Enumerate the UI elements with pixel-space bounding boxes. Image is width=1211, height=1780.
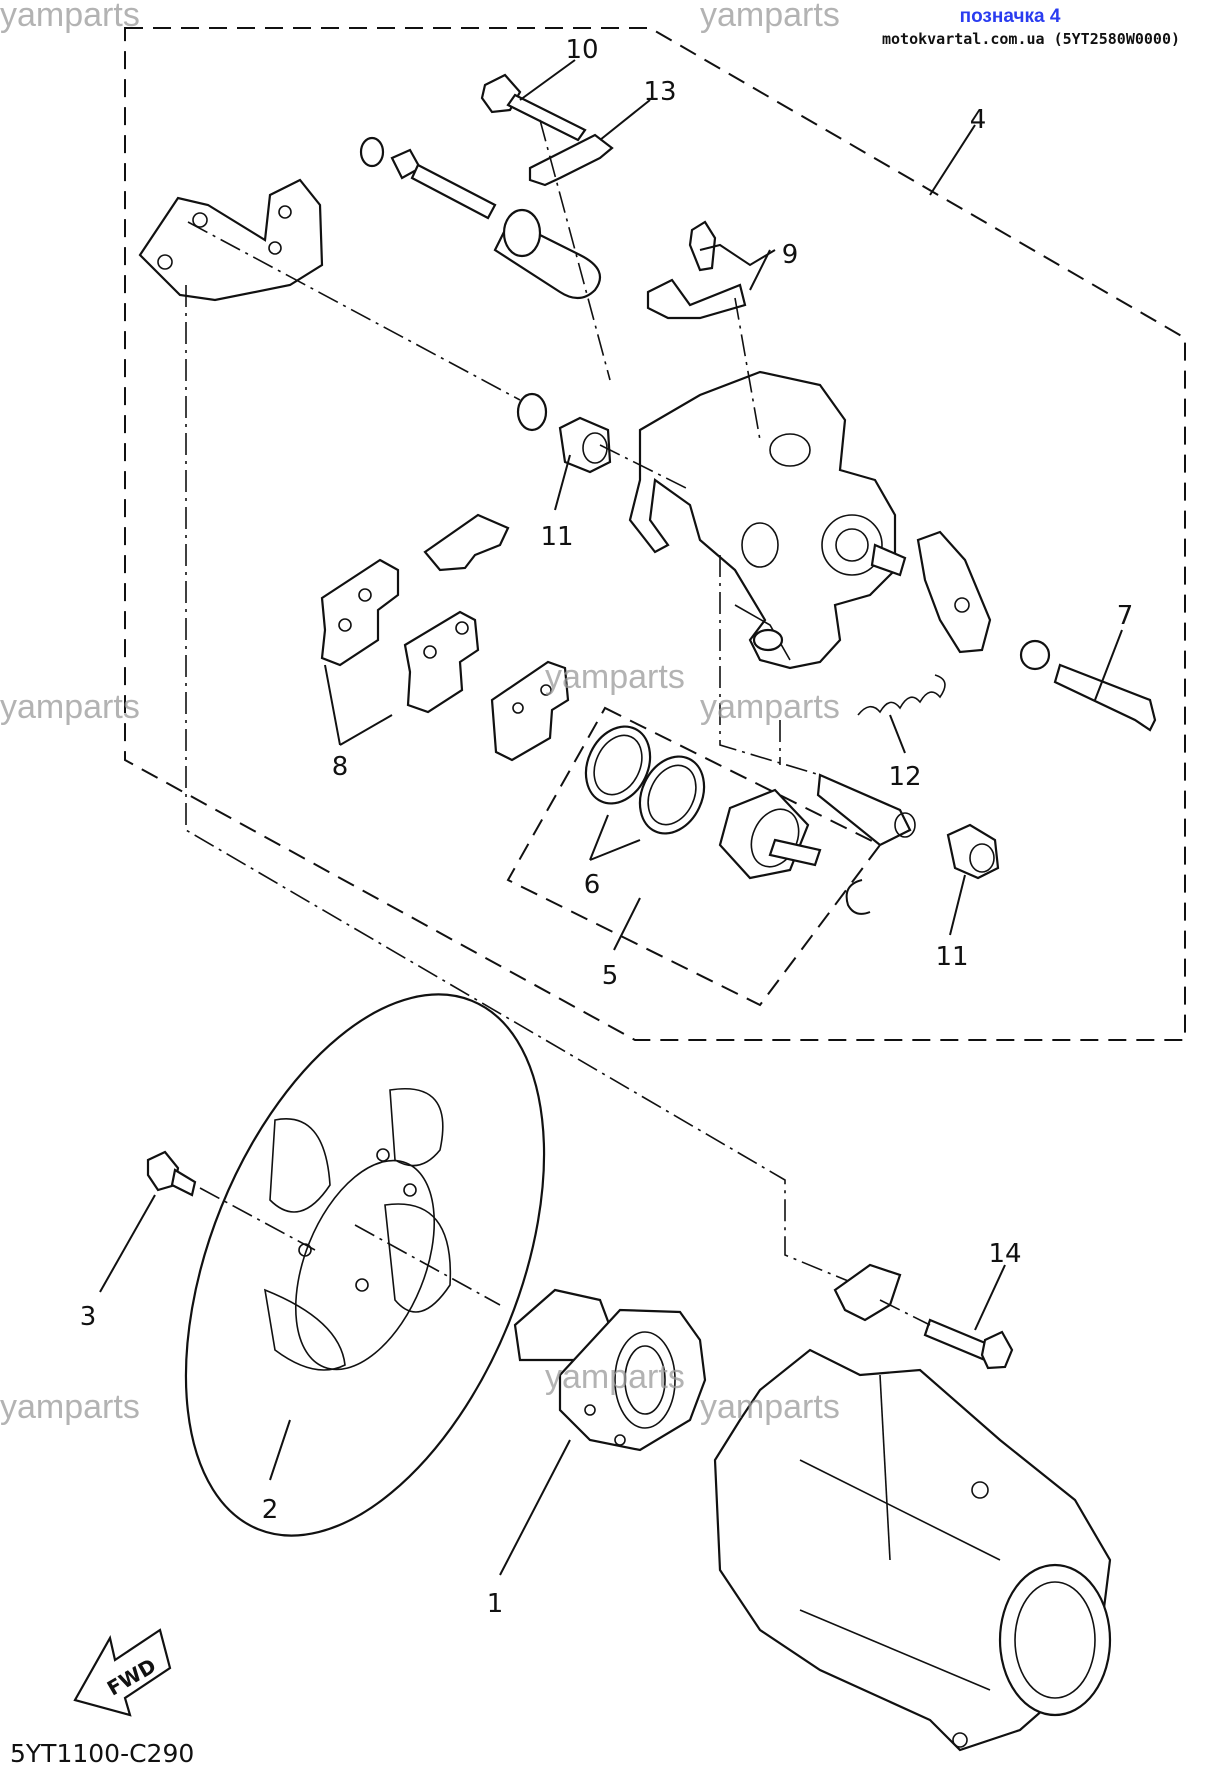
washer-upper bbox=[516, 392, 548, 432]
piston-kit-outline bbox=[506, 706, 882, 1007]
piston-seal-1 bbox=[584, 725, 652, 805]
axle-housing bbox=[713, 1263, 1112, 1752]
disc-axis-line bbox=[354, 1224, 501, 1306]
callout-14: 14 bbox=[988, 1239, 1021, 1269]
header-site: motokvartal.com.ua (5YT2580W0000) bbox=[882, 30, 1180, 48]
pad-shim bbox=[423, 513, 510, 572]
watermark: yamparts bbox=[0, 0, 140, 34]
callout-3: 3 bbox=[80, 1302, 97, 1332]
assembly-line-7 bbox=[539, 119, 611, 381]
watermark: yamparts bbox=[545, 658, 685, 696]
bolt-10 bbox=[480, 73, 587, 142]
brake-pad-left bbox=[320, 558, 400, 667]
housing-bolt-line bbox=[879, 1299, 931, 1326]
watermark: yamparts bbox=[700, 0, 840, 34]
assembly-line-1 bbox=[187, 221, 521, 401]
callout-13: 13 bbox=[643, 77, 676, 107]
assembly-line-2 bbox=[599, 444, 691, 491]
callout-2: 2 bbox=[262, 1495, 279, 1525]
brake-pad-right bbox=[403, 610, 480, 714]
guide-pin bbox=[390, 148, 497, 220]
callout-1: 1 bbox=[487, 1589, 504, 1619]
disc-bolt-line bbox=[199, 1187, 316, 1251]
housing-bolt-14 bbox=[923, 1318, 1014, 1370]
watermark: yamparts bbox=[0, 688, 140, 726]
assembly-line-3 bbox=[734, 297, 761, 441]
leader-lines bbox=[99, 59, 1123, 1576]
callout-9: 9 bbox=[782, 240, 799, 270]
parking-lever bbox=[916, 530, 1157, 732]
callout-10: 10 bbox=[565, 35, 598, 65]
callout-5: 5 bbox=[602, 961, 619, 991]
lock-plate-13 bbox=[528, 133, 614, 187]
callout-8: 8 bbox=[332, 752, 349, 782]
bleed-screw-9 bbox=[646, 220, 747, 320]
watermark: yamparts bbox=[0, 1388, 140, 1426]
callout-7: 7 bbox=[1117, 601, 1134, 631]
hub bbox=[513, 1288, 707, 1452]
sleeve-11-lower bbox=[946, 823, 1000, 880]
sleeve-11-upper bbox=[558, 416, 612, 474]
assembly-line-4 bbox=[185, 285, 871, 1291]
return-spring-12 bbox=[857, 674, 946, 716]
diagram-code: 5YT1100-C290 bbox=[10, 1739, 194, 1768]
callout-11-lower: 11 bbox=[935, 942, 968, 972]
caliper-assembly-outline bbox=[124, 27, 1186, 1041]
callout-6: 6 bbox=[584, 870, 601, 900]
piston-seal-2 bbox=[638, 755, 706, 835]
brake-disc bbox=[184, 993, 546, 1537]
assembly-line-5 bbox=[719, 555, 821, 776]
pin-boot bbox=[493, 208, 602, 300]
pad-spring bbox=[490, 660, 570, 762]
piston bbox=[718, 788, 822, 880]
watermark: yamparts bbox=[545, 1358, 685, 1396]
circlip bbox=[845, 879, 871, 915]
adjuster-rod bbox=[816, 773, 916, 847]
washer bbox=[359, 136, 385, 168]
fwd-arrow-icon: FWD bbox=[73, 1628, 172, 1717]
caliper-body bbox=[628, 370, 907, 670]
callout-11-upper: 11 bbox=[540, 522, 573, 552]
disc-bolt-3 bbox=[146, 1150, 197, 1197]
watermark: yamparts bbox=[700, 1388, 840, 1426]
watermark: yamparts bbox=[700, 688, 840, 726]
header-label: позначка 4 bbox=[960, 6, 1061, 27]
callout-12: 12 bbox=[888, 762, 921, 792]
caliper-bracket bbox=[138, 178, 324, 302]
callout-4: 4 bbox=[970, 105, 987, 135]
